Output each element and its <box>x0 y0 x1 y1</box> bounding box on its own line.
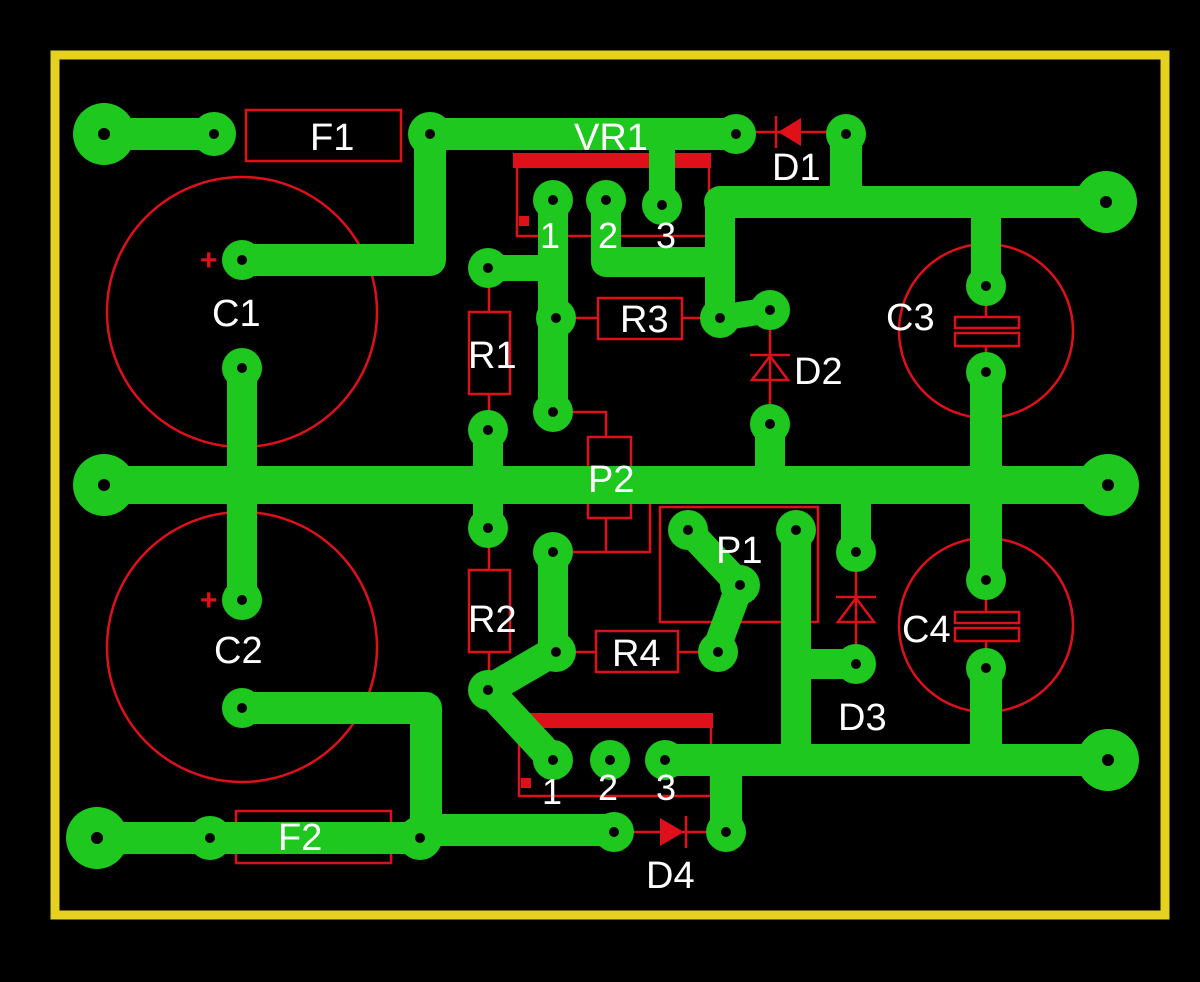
vr2-tab <box>515 713 713 728</box>
vr1-pin-2: 2 <box>598 215 618 256</box>
vr1-pin1-mark <box>519 216 529 226</box>
board-outline <box>50 50 1170 920</box>
c1-polarity-mark: + <box>200 244 218 277</box>
label-c2: C2 <box>214 630 263 672</box>
label-vr1: VR1 <box>574 117 648 159</box>
label-r4: R4 <box>612 633 661 675</box>
vr1-pin-1: 1 <box>540 215 560 256</box>
label-p2: P2 <box>588 459 634 501</box>
vr2-pin1-mark <box>521 778 531 788</box>
label-r1: R1 <box>468 335 517 377</box>
vr2-pin-1: 1 <box>542 771 562 812</box>
label-d1: D1 <box>772 147 821 189</box>
label-c3: C3 <box>886 297 935 339</box>
label-p1: P1 <box>716 530 762 572</box>
c2-polarity-mark: + <box>200 584 218 617</box>
f1-body <box>244 108 403 163</box>
label-r3: R3 <box>620 299 669 341</box>
label-r2: R2 <box>468 599 517 641</box>
label-c4: C4 <box>902 609 951 651</box>
copper-pads <box>66 103 1139 869</box>
label-c1: C1 <box>212 293 261 335</box>
vr2-pin-3: 3 <box>656 767 676 808</box>
vr2-pin-2: 2 <box>598 767 618 808</box>
label-d2: D2 <box>794 351 843 393</box>
label-d3: D3 <box>838 697 887 739</box>
label-d4: D4 <box>646 855 695 897</box>
vr1-pin-3: 3 <box>656 215 676 256</box>
label-f1: F1 <box>310 117 354 159</box>
component-labels: F1 F2 VR1 D1 D2 D3 D4 C1 C2 C3 C4 R1 R2 … <box>200 117 951 897</box>
label-f2: F2 <box>278 817 322 859</box>
